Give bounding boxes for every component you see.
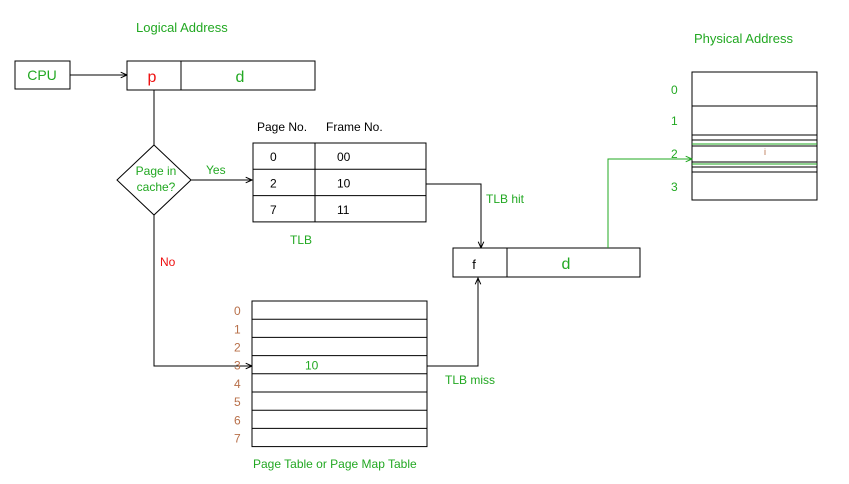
page-table-index: 4 (234, 377, 241, 391)
page-table-index: 2 (234, 341, 241, 355)
tlb-hit-arrow (426, 183, 481, 248)
tlb-hit-label: TLB hit (486, 192, 525, 206)
no-arrow (153, 215, 252, 366)
tlb-frame-cell: 10 (337, 176, 351, 190)
physical-address-label: Physical Address (694, 31, 793, 46)
offset-field: d (236, 69, 245, 86)
tlb-frame-header: Frame No. (326, 120, 383, 134)
cpu-box (14, 60, 71, 90)
yes-label: Yes (206, 163, 226, 177)
frame-number-label: 1 (671, 114, 678, 128)
frame-number-label: 3 (671, 180, 678, 194)
tlb-miss-label: TLB miss (445, 373, 495, 387)
page-table-caption: Page Table or Page Map Table (253, 457, 417, 471)
page-table-index: 3 (234, 359, 241, 373)
frame-number-label: 0 (671, 83, 678, 97)
tlb-page-cell: 2 (270, 176, 277, 190)
tlb-frame-cell: 00 (337, 150, 351, 164)
frame-field: f (472, 257, 476, 272)
page-table-index: 6 (234, 413, 241, 427)
tlb-frame-cell: 11 (337, 203, 350, 217)
tlb-caption: TLB (290, 233, 312, 247)
physical-address-register (452, 247, 641, 278)
physical-access-arrow (607, 159, 692, 248)
page-table-index: 0 (234, 304, 241, 318)
page-table: 0 1 2 3 10 4 5 6 7 (234, 300, 428, 448)
page-table-index: 7 (234, 432, 241, 446)
tlb-page-cell: 0 (270, 150, 277, 164)
tlb-page-header: Page No. (257, 120, 307, 134)
page-number-field: p (148, 69, 157, 86)
logical-address-box (126, 60, 316, 91)
decision-label-line2: cache? (137, 180, 176, 194)
tlb-page-cell: 7 (270, 203, 277, 217)
decision-label-line1: Page in (136, 164, 177, 178)
physical-memory-border (691, 71, 818, 201)
tlb-miss-arrow (427, 278, 478, 367)
page-table-index: 5 (234, 395, 241, 409)
frame-offset-field: d (562, 256, 571, 273)
page-table-index: 1 (234, 322, 241, 336)
logical-address-label: Logical Address (136, 20, 228, 35)
no-label: No (160, 255, 176, 269)
cpu-label: CPU (27, 67, 57, 83)
physical-offset-marker: i (764, 147, 766, 157)
page-table-entry-value: 10 (305, 359, 319, 373)
physical-memory: i 0 1 2 3 (671, 71, 818, 201)
tlb-border (252, 142, 427, 223)
frame-number-label: 2 (671, 147, 678, 161)
